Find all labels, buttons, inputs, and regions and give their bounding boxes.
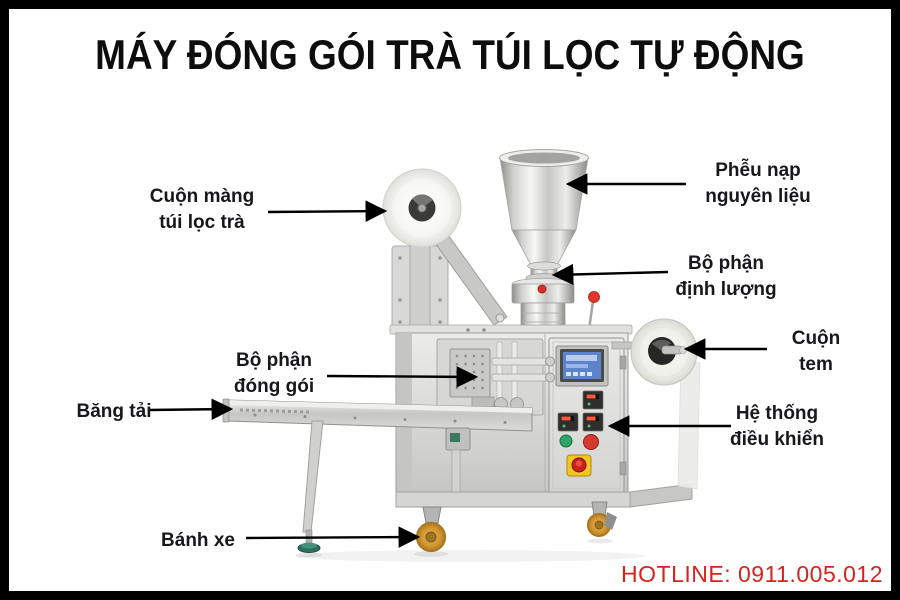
ground-shadow	[295, 550, 645, 562]
base-frame	[395, 483, 693, 508]
label-hopper: Phễu nạp nguyên liệu	[705, 160, 811, 207]
arrow-wheel	[245, 526, 421, 548]
stamp-roll	[611, 318, 701, 490]
lever-handle	[587, 291, 600, 331]
label-dosing-unit: Bộ phận định lượng	[675, 253, 777, 300]
label-film-roll: Cuộn màng túi lọc trà	[149, 186, 255, 233]
red-button	[583, 434, 599, 450]
label-wheel: Bánh xe	[161, 530, 235, 551]
caster-wheel-right	[586, 501, 617, 544]
arrow-film-roll	[267, 200, 388, 222]
film-roll	[382, 168, 462, 248]
control-panel	[548, 337, 627, 494]
label-stamp-roll: Cuộn tem	[791, 328, 841, 375]
page-title: MÁY ĐÓNG GÓI TRÀ TÚI LỌC TỰ ĐỘNG	[95, 31, 805, 78]
hmi-screen	[555, 345, 609, 387]
label-control-system: Hệ thống điều khiển	[730, 403, 824, 450]
emergency-stop-button	[566, 454, 592, 477]
temperature-controllers	[557, 390, 604, 432]
arrow-dosing-unit	[551, 263, 669, 286]
arrow-packing-unit	[326, 366, 479, 388]
hopper	[499, 149, 589, 266]
label-packing-unit: Bộ phận đóng gói	[233, 350, 315, 397]
hotline-text: HOTLINE: 0911.005.012	[621, 561, 883, 587]
label-conveyor: Băng tải	[76, 401, 152, 422]
conveyor	[222, 398, 533, 495]
arrow-conveyor	[147, 398, 234, 421]
caster-wheel-left	[414, 506, 448, 557]
green-button	[559, 434, 573, 448]
